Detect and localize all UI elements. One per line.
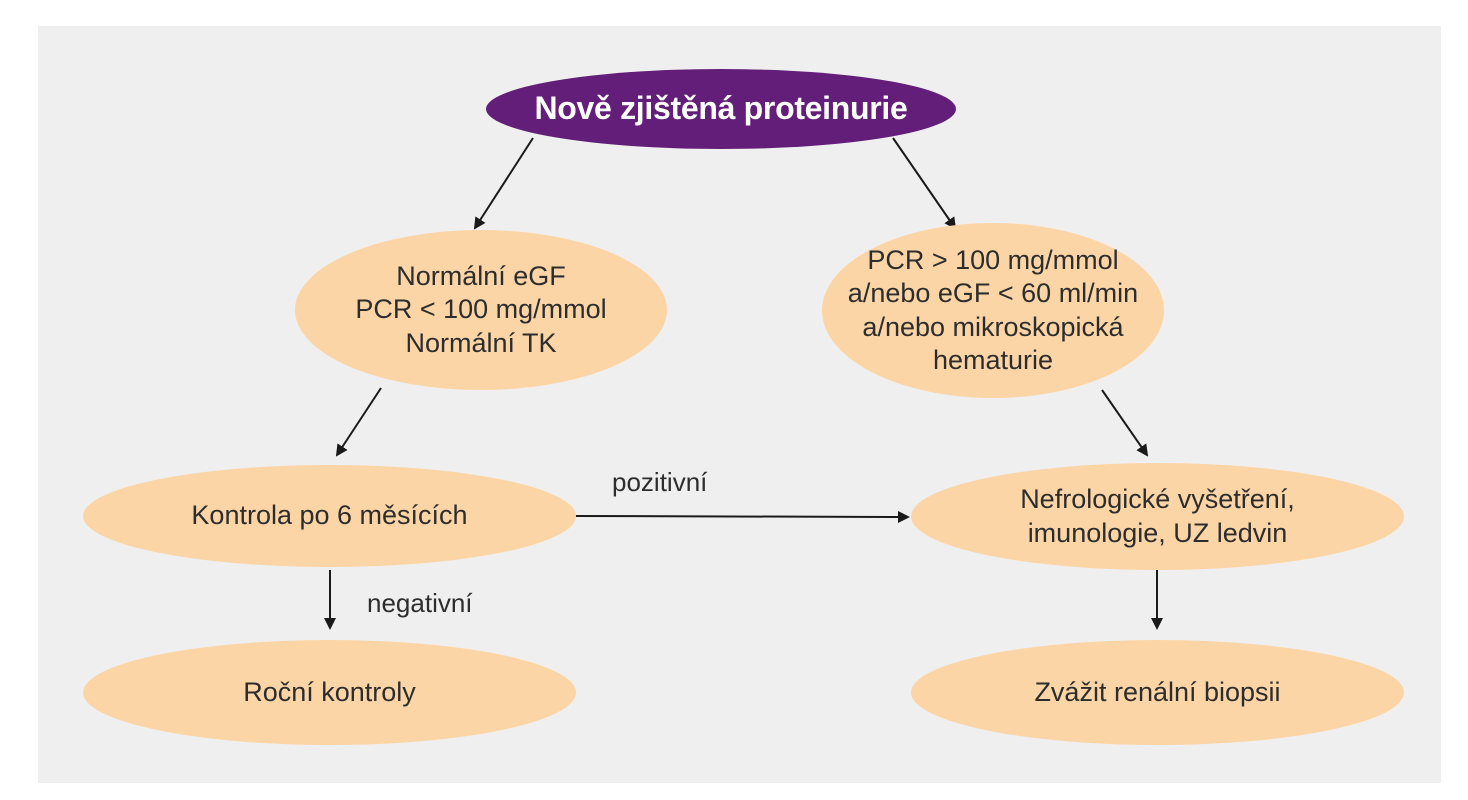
right-criteria-node: PCR > 100 mg/mmol a/nebo eGF < 60 ml/min… <box>822 223 1164 398</box>
control-label: Kontrola po 6 měsících <box>191 500 468 531</box>
left-criteria-line-1: Normální eGF <box>396 260 566 291</box>
right-criteria-line-1: PCR > 100 mg/mmol <box>867 244 1119 275</box>
root-label: Nově zjištěná proteinurie <box>534 90 908 127</box>
nephrology-line-2: imunologie, UZ ledvin <box>1027 517 1288 548</box>
nephrology-node: Nefrologické vyšetření, imunologie, UZ l… <box>911 463 1404 570</box>
control-node: Kontrola po 6 měsících <box>83 465 576 567</box>
annual-label: Roční kontroly <box>243 676 416 707</box>
left-criteria-line-3: Normální TK <box>405 327 557 358</box>
positive-label: pozitivní <box>612 467 708 497</box>
annual-node: Roční kontroly <box>83 640 576 745</box>
biopsy-node: Zvážit renální biopsii <box>911 640 1404 745</box>
left-criteria-line-2: PCR < 100 mg/mmol <box>355 294 607 325</box>
right-criteria-line-3: a/nebo mikroskopická <box>862 311 1124 342</box>
negative-label: negativní <box>367 588 473 618</box>
left-criteria-node: Normální eGF PCR < 100 mg/mmol Normální … <box>295 230 667 390</box>
root-node: Nově zjištěná proteinurie <box>486 69 956 149</box>
nephrology-line-1: Nefrologické vyšetření, <box>1020 484 1295 515</box>
biopsy-label: Zvážit renální biopsii <box>1034 676 1281 707</box>
right-criteria-line-4: hematurie <box>932 344 1054 375</box>
right-criteria-line-2: a/nebo eGF < 60 ml/min <box>847 278 1139 309</box>
